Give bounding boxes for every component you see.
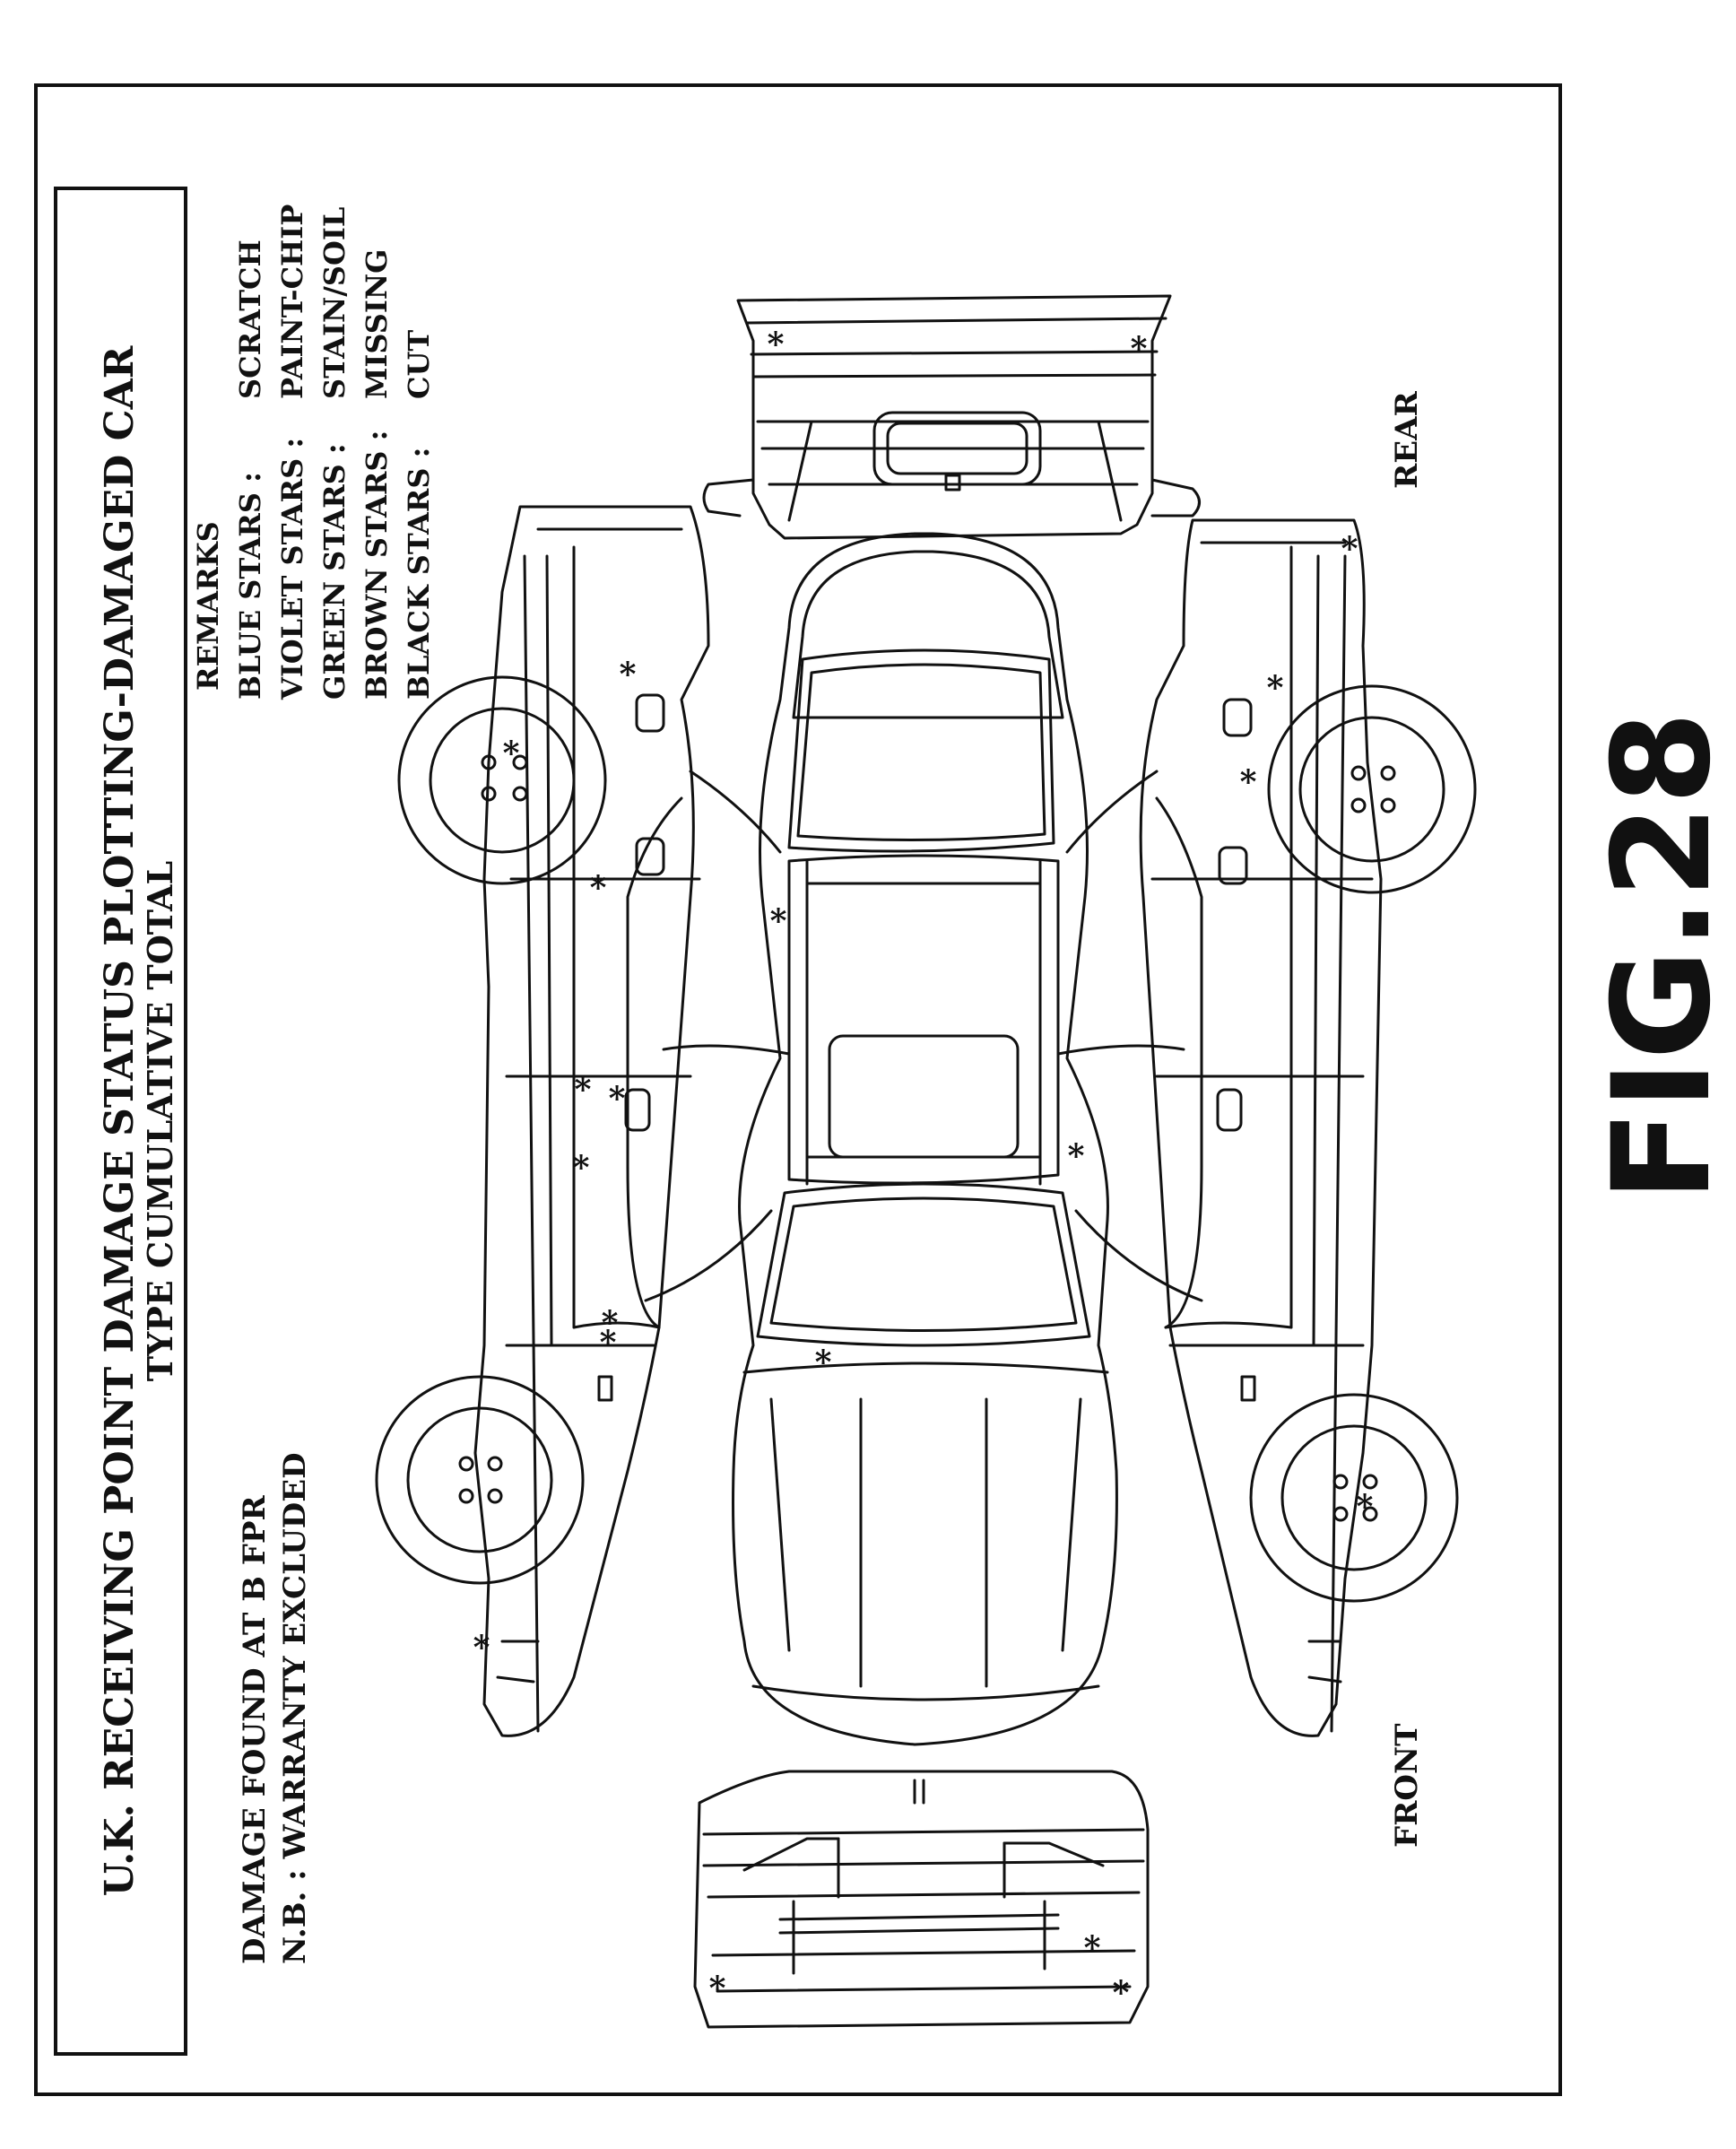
damage-found-note: DAMAGE FOUND AT B FPR xyxy=(237,1495,273,1964)
damage-marker: * xyxy=(600,1324,617,1362)
remark-brown-value: MISSING xyxy=(360,249,394,399)
damage-marker: * xyxy=(575,1071,592,1109)
page-title: U.K. RECEIVING POINT DAMAGE STATUS PLOTT… xyxy=(97,345,143,1896)
damage-marker: * xyxy=(1267,669,1284,707)
damage-marker: * xyxy=(1084,1929,1101,1967)
damage-marker: * xyxy=(1341,530,1358,568)
damage-marker: * xyxy=(573,1149,590,1187)
page-subtitle: TYPE CUMULATIVE TOTAL xyxy=(140,861,180,1381)
remark-blue-value: SCRATCH xyxy=(233,239,267,399)
remark-black-value: CUT xyxy=(402,330,436,399)
damage-marker: * xyxy=(1113,1974,1130,2012)
remarks-list: BLUE STARS : SCRATCH VIOLET STARS : PAIN… xyxy=(233,204,436,700)
front-view-drawing xyxy=(695,1771,1148,2027)
damage-marker: * xyxy=(609,1080,626,1118)
damage-marker: * xyxy=(770,902,787,940)
damage-marker: * xyxy=(1357,1488,1374,1526)
remark-brown-label: BROWN STARS : xyxy=(360,431,394,700)
front-label: FRONT xyxy=(1389,1724,1425,1848)
damage-marker: * xyxy=(768,326,785,363)
damage-marker: * xyxy=(1068,1137,1085,1175)
remark-violet-label: VIOLET STARS : xyxy=(275,438,309,700)
damage-marker: * xyxy=(620,656,637,693)
damage-marker: * xyxy=(473,1629,490,1666)
damage-marker: * xyxy=(1131,330,1148,368)
remark-black-label: BLACK STARS : xyxy=(402,448,436,700)
damage-marker: * xyxy=(1240,763,1257,801)
warranty-note: N.B. : WARRANTY EXCLUDED xyxy=(277,1452,313,1964)
damage-marker: * xyxy=(709,1970,726,2007)
right-side-view-drawing xyxy=(1141,520,1475,1736)
remark-violet-value: PAINT-CHIP xyxy=(275,204,309,399)
damage-marker: * xyxy=(503,735,520,772)
damage-marker: * xyxy=(815,1344,832,1381)
remarks-heading: REMARKS xyxy=(191,521,225,691)
remark-blue-label: BLUE STARS : xyxy=(233,472,267,700)
damage-marker: * xyxy=(590,869,607,907)
damage-markers: * * * * * * * * * * * * * * * * * * * * … xyxy=(473,326,1374,2012)
figure-label: FIG.28 xyxy=(1584,711,1736,1202)
remark-green-label: GREEN STARS : xyxy=(317,443,352,700)
top-view-drawing xyxy=(646,534,1202,1744)
remark-green-value: STAIN/SOIL xyxy=(317,207,352,399)
rear-label: REAR xyxy=(1389,390,1425,489)
